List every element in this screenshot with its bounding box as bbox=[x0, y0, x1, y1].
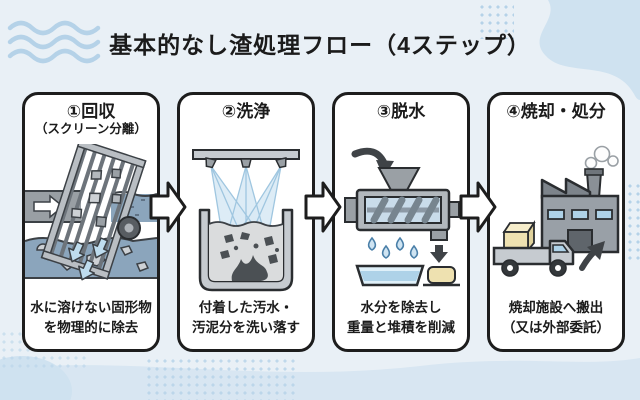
flow-arrow-icon bbox=[459, 181, 497, 233]
step-header: ①回収 （スクリーン分離） bbox=[25, 95, 157, 141]
step-label: ①回収 bbox=[66, 102, 116, 121]
step-sublabel: （スクリーン分離） bbox=[35, 122, 147, 136]
step-card-collection: ①回収 （スクリーン分離） bbox=[22, 92, 160, 352]
screen-separation-icon bbox=[25, 144, 157, 281]
factory-truck-icon bbox=[492, 145, 620, 278]
incineration-truck-factory-illustration bbox=[490, 141, 622, 298]
step-description: 水分を除去し 重量と堆積を削減 bbox=[347, 299, 455, 335]
step-label: ②洗浄 bbox=[221, 102, 271, 121]
page-title: 基本的なし渣処理フロー（4ステップ） bbox=[109, 32, 531, 58]
spray-washing-icon bbox=[192, 149, 300, 292]
screw-press-dewatering-illustration bbox=[335, 141, 467, 298]
step-label: ③脱水 bbox=[376, 102, 426, 121]
step-card-dewatering: ③脱水 bbox=[332, 92, 470, 352]
step-description: 付着した汚水・ 汚泥分を洗い落す bbox=[192, 299, 300, 335]
corner-blob-decoration bbox=[0, 356, 72, 400]
step-header: ④焼却・処分 bbox=[490, 95, 622, 141]
step-card-incineration: ④焼却・処分 bbox=[487, 92, 625, 352]
screen-separation-illustration bbox=[25, 141, 157, 298]
step-label: ④焼却・処分 bbox=[506, 102, 606, 121]
step-header: ③脱水 bbox=[335, 95, 467, 141]
screw-press-icon bbox=[344, 148, 460, 287]
step-description: 焼却施設へ搬出 （又は外部委託） bbox=[502, 299, 610, 335]
flow-arrow-icon bbox=[304, 181, 342, 233]
step-card-washing: ②洗浄 bbox=[177, 92, 315, 352]
flow-arrow-icon bbox=[149, 181, 187, 233]
step-header: ②洗浄 bbox=[180, 95, 312, 141]
bottom-wave-decoration bbox=[0, 358, 640, 400]
step-description: 水に溶けない固形物 を物理的に除去 bbox=[30, 299, 152, 335]
spray-washing-illustration bbox=[180, 141, 312, 298]
dots-decoration bbox=[145, 357, 297, 400]
